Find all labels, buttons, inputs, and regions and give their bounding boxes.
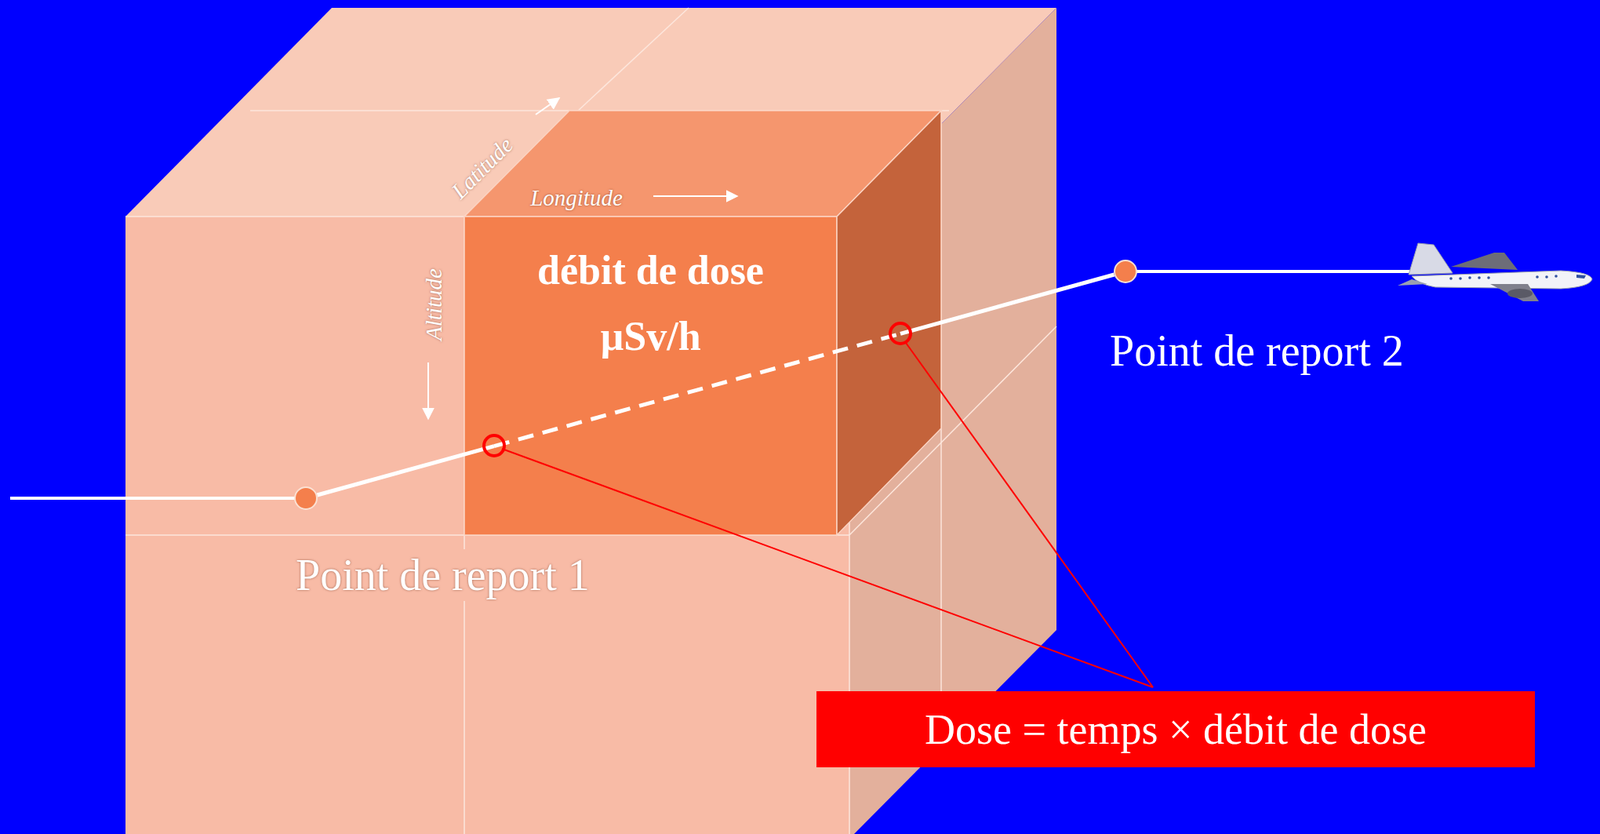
flight-path-segment bbox=[316, 446, 495, 495]
altitude-arrow bbox=[427, 362, 430, 419]
dose-formula-box: Dose = temps × débit de dose bbox=[816, 690, 1535, 768]
cell-exit-circle bbox=[890, 323, 911, 344]
flight-path-out bbox=[1136, 269, 1412, 273]
axis-label: Longitude bbox=[530, 185, 623, 211]
dose-rate-cell: débit de dose µSv/h bbox=[464, 216, 837, 535]
axis-label: Latitude bbox=[446, 131, 519, 204]
node-text: Point de report 1 bbox=[292, 549, 593, 601]
axis-label: Altitude bbox=[421, 268, 448, 341]
flight-path-in bbox=[10, 496, 295, 500]
latitude-arrow bbox=[535, 98, 560, 115]
node-text: Dose = temps × débit de dose bbox=[924, 705, 1427, 754]
cell-entry-circle bbox=[483, 435, 505, 456]
leader-line bbox=[501, 448, 1153, 688]
cube-front-face bbox=[125, 216, 850, 834]
node-text: débit de dose µSv/h bbox=[495, 237, 806, 370]
cell-side-face bbox=[836, 110, 942, 535]
report-point: Point de report 2 bbox=[1109, 324, 1404, 377]
report-point: Point de report 1 bbox=[292, 549, 593, 601]
report-point-dot bbox=[294, 486, 318, 510]
report-point-dot bbox=[1113, 259, 1138, 284]
cell-front-face bbox=[464, 216, 837, 535]
node-text: Point de report 2 bbox=[1109, 324, 1404, 377]
longitude-arrow bbox=[653, 195, 738, 197]
flight-path-segment bbox=[900, 274, 1115, 334]
leader-line bbox=[905, 342, 1153, 688]
airplane-icon bbox=[1397, 243, 1593, 302]
